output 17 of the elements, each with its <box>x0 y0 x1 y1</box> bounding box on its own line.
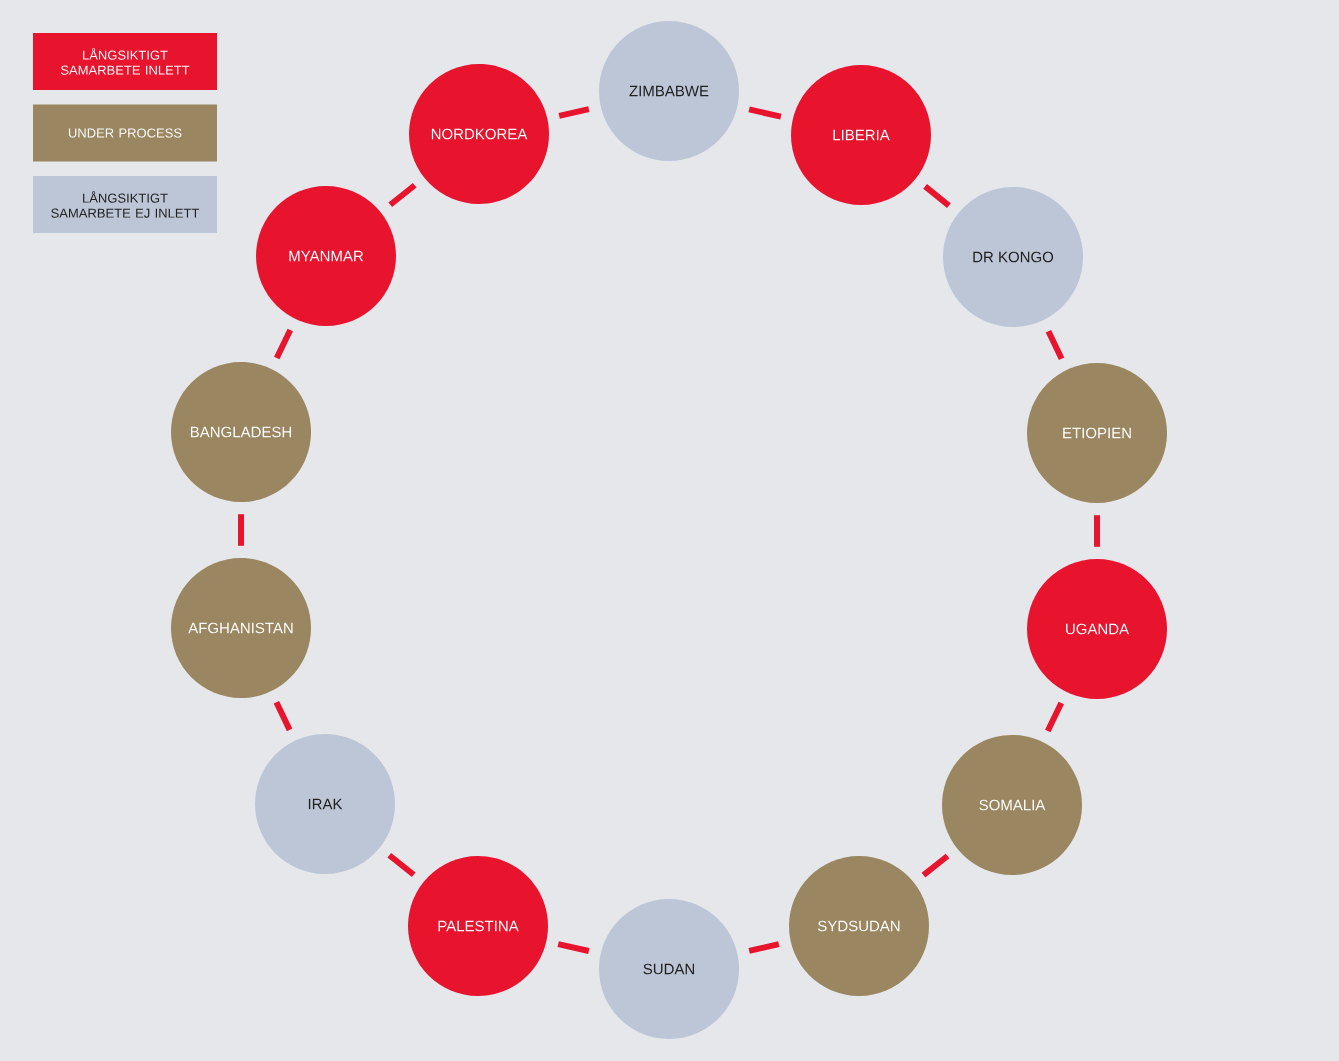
connector-dash <box>274 328 293 360</box>
connector-dash <box>748 106 782 120</box>
connector-dash <box>387 852 416 878</box>
connector-dash <box>1045 329 1065 361</box>
connector-dash <box>273 700 293 732</box>
connector-dash <box>748 941 780 954</box>
connector-dash <box>1094 515 1100 547</box>
connector-dash <box>388 182 417 208</box>
connector-dash <box>921 853 950 878</box>
legend-item: UNDER PROCESS <box>33 104 217 162</box>
connector-dash <box>923 184 951 208</box>
connector-dash <box>238 514 244 546</box>
legend-item: LÅNGSIKTIGT SAMARBETE EJ INLETT <box>33 176 217 233</box>
legend-item: LÅNGSIKTIGT SAMARBETE INLETT <box>33 33 217 90</box>
connector-dash <box>558 106 590 119</box>
connector-dash <box>1045 701 1064 733</box>
connector-dash <box>557 941 590 954</box>
